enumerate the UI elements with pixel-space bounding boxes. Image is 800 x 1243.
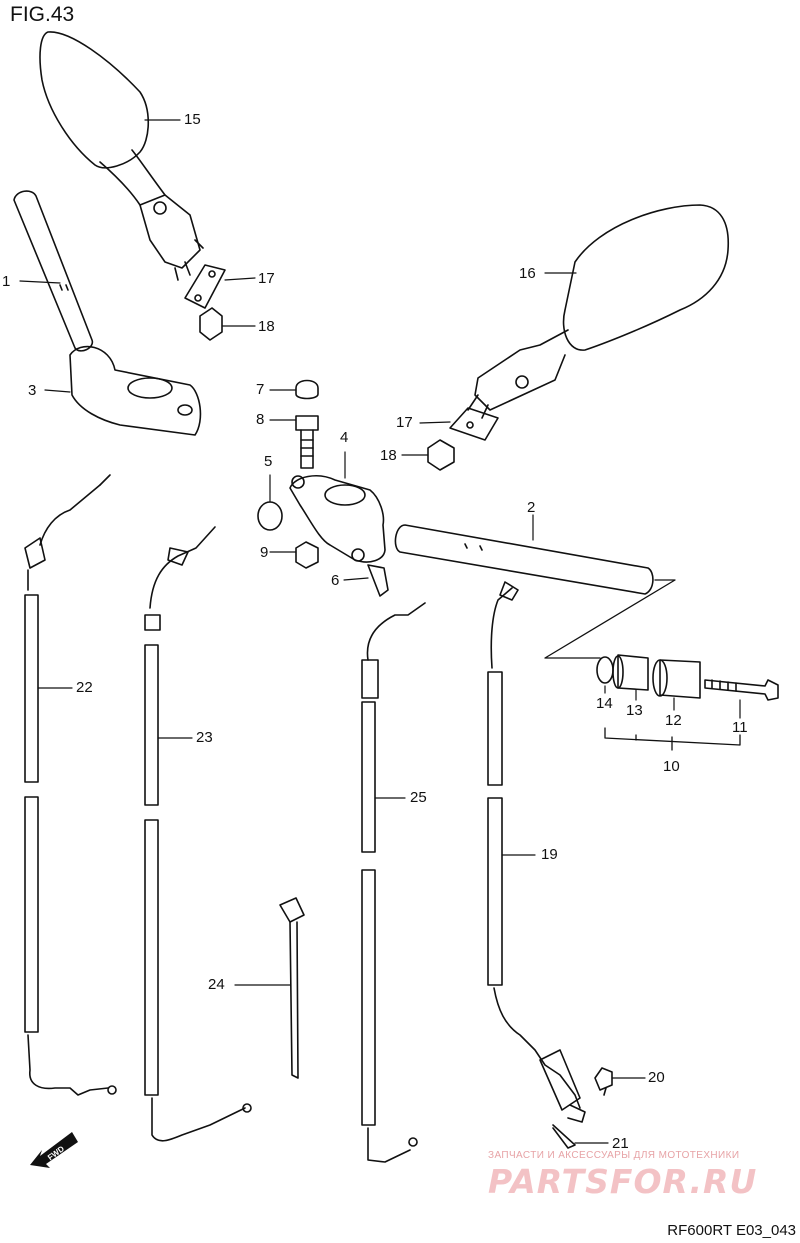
callout-11: 11 [732,719,748,736]
cable-part-25 [361,602,426,1163]
watermark-subtitle: ЗАПЧАСТИ И АКСЕССУАРЫ ДЛЯ МОТОТЕХНИКИ [488,1150,740,1161]
callout-9: 9 [260,544,269,561]
mirror-left-part-15 [39,31,204,281]
watermark-brand: PARTSFOR.RU [488,1162,758,1201]
group-bracket-10 [604,727,741,751]
bolt-part-8 [295,415,319,469]
handlebar-left-part-1 [13,190,94,352]
cable-part-19 [487,581,586,1123]
holder-part-4 [289,475,386,563]
leader-lines [19,119,741,1144]
callout-13: 13 [626,702,643,719]
plug-part-5 [257,501,283,531]
callout-17-upper: 17 [258,270,275,287]
fwd-arrow-icon: FWD [30,1132,78,1168]
callout-21: 21 [612,1135,629,1152]
callout-10: 10 [663,758,680,775]
callout-18-upper: 18 [258,318,275,335]
nut-part-18-upper [199,307,223,341]
figure-title: FIG.43 [10,3,75,26]
screw-part-20 [594,1067,613,1096]
cable-tie-part-24 [279,897,305,1079]
callout-25: 25 [410,789,427,806]
callout-12: 12 [665,712,682,729]
callout-16: 16 [519,265,536,282]
callout-18-lower: 18 [380,447,397,464]
callout-19: 19 [541,846,558,863]
cap-part-7 [295,379,319,400]
nut-part-18-lower [427,439,455,471]
callout-2: 2 [527,499,536,516]
pin-part-21 [552,1124,576,1149]
nut-part-9 [295,541,319,569]
callout-8: 8 [256,411,265,428]
handlebar-right-part-2 [394,524,676,659]
callout-15: 15 [184,111,201,128]
callout-6: 6 [331,572,340,589]
callout-4: 4 [340,429,349,446]
callout-5: 5 [264,453,273,470]
bar-end-assembly-part-10 [596,654,779,701]
clamp-left-part-3 [69,345,202,436]
callout-1: 1 [2,273,11,290]
plate-part-17-upper [184,264,226,309]
callout-14: 14 [596,695,613,712]
cable-part-23 [144,526,252,1142]
mirror-right-part-16 [467,204,730,419]
callout-7: 7 [256,381,265,398]
callout-23: 23 [196,729,213,746]
callout-20: 20 [648,1069,665,1086]
callout-24: 24 [208,976,225,993]
callout-22: 22 [76,679,93,696]
screw-part-6 [367,564,389,597]
diagram-code: RF600RT E03_043 [667,1222,796,1239]
plate-part-17-lower [449,407,499,441]
callout-17-lower: 17 [396,414,413,431]
cable-part-22 [24,474,117,1096]
callout-3: 3 [28,382,37,399]
